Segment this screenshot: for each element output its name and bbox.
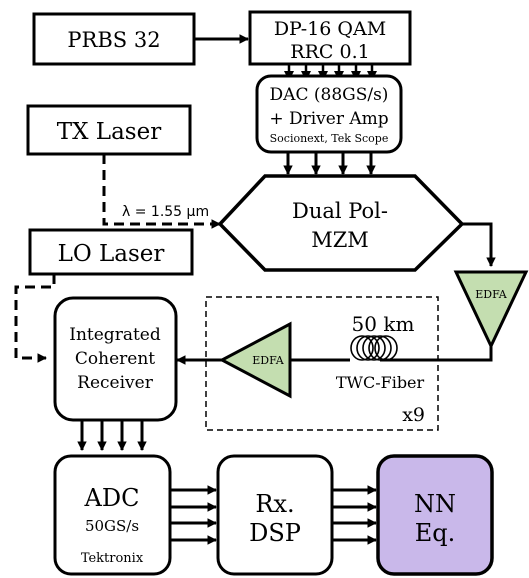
prbs-label: PRBS 32	[67, 28, 160, 52]
loop-count-label: x9	[402, 404, 425, 426]
edfa-loop-block: EDFA	[218, 321, 292, 399]
edfa-top-label: EDFA	[475, 288, 508, 301]
fiber-coil-icon	[350, 335, 398, 361]
lo-laser-block: LO Laser	[28, 228, 194, 276]
edfa-loop-label: EDFA	[252, 354, 285, 367]
line-edfa-top-to-fiber	[380, 346, 493, 362]
adc-block: ADC 50GS/s Tektronix	[53, 454, 172, 576]
nn-eq-label-line2: Eq.	[415, 519, 456, 547]
tx-laser-to-mzm-dashed	[102, 154, 221, 229]
lo-laser-to-receiver-dashed	[14, 274, 56, 363]
arrow-mzm-to-edfa	[462, 222, 496, 267]
qam-label-line1: DP-16 QAM	[274, 18, 386, 40]
fiber-length-label: 50 km	[352, 312, 415, 336]
mzm-block: Dual Pol- MZM	[217, 174, 465, 272]
rx-dsp-label-line2: DSP	[249, 519, 301, 547]
dac-label-line1: DAC (88GS/s)	[270, 85, 389, 105]
lo-laser-label: LO Laser	[58, 241, 165, 267]
recirculating-loop-box	[205, 296, 439, 431]
edfa-top-block: EDFA	[453, 270, 529, 350]
nn-eq-label-line1: NN	[414, 490, 456, 518]
dac-label-line3: Socionext, Tek Scope	[270, 132, 389, 145]
qam-label-line2: RRC 0.1	[290, 41, 369, 63]
dac-to-mzm-arrows	[283, 152, 376, 175]
fiber-type-label: TWC-Fiber	[336, 373, 425, 392]
wavelength-label: λ = 1.55 μm	[122, 204, 209, 220]
dac-block: DAC (88GS/s) + Driver Amp Socionext, Tek…	[255, 74, 403, 154]
mzm-label-line2: MZM	[311, 228, 369, 252]
dac-label-line2: + Driver Amp	[269, 109, 388, 129]
tx-laser-block: TX Laser	[26, 104, 192, 156]
receiver-label-line3: Receiver	[77, 373, 154, 393]
prbs-block: PRBS 32	[32, 12, 196, 66]
adc-to-dsp-arrows	[170, 485, 217, 545]
receiver-block: Integrated Coherent Receiver	[53, 296, 178, 422]
tx-laser-label: TX Laser	[57, 119, 161, 145]
adc-label-line1: ADC	[84, 484, 140, 512]
receiver-label-line1: Integrated	[69, 325, 161, 345]
qam-block: DP-16 QAM RRC 0.1	[248, 10, 412, 66]
adc-label-line2: 50GS/s	[85, 517, 139, 535]
nn-eq-block: NN Eq.	[376, 454, 494, 576]
receiver-to-adc-arrows	[77, 420, 147, 451]
rx-dsp-label-line1: Rx.	[255, 490, 294, 518]
dsp-to-nn-arrows	[332, 485, 377, 545]
rx-dsp-block: Rx. DSP	[216, 454, 334, 576]
mzm-label-line1: Dual Pol-	[292, 199, 388, 223]
adc-label-line3: Tektronix	[81, 551, 144, 566]
receiver-label-line2: Coherent	[75, 349, 155, 369]
